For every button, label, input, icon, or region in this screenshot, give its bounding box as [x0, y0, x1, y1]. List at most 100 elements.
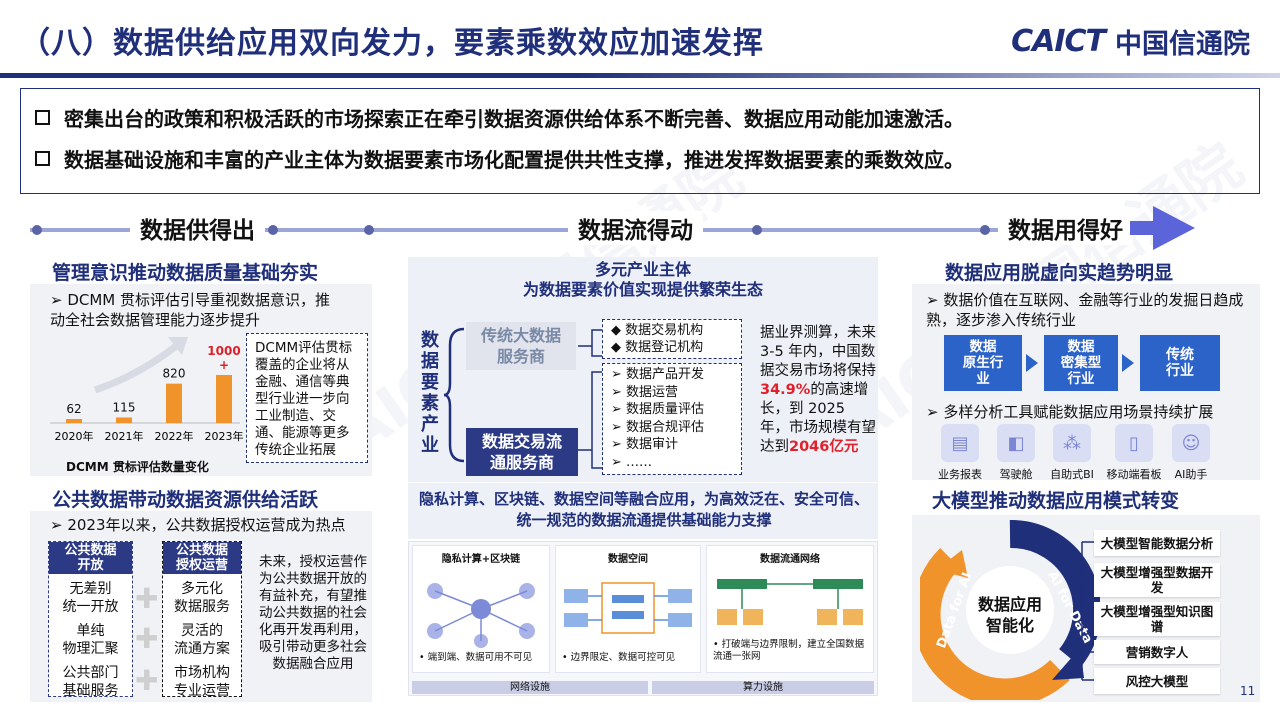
- authorized-ops-column: 公共数据 授权运营 多元化 数据服务 灵活的 流通方案 市场机构 专业运营: [162, 541, 242, 699]
- service-list: ➢ 数据产品开发 ➢ 数据运营 ➢ 数据质量评估 ➢ 数据合规评估 ➢ 数据审计…: [602, 363, 742, 475]
- market-size: 2046亿元: [789, 439, 859, 455]
- connector-lines: [578, 329, 606, 469]
- logo-caict: CAICT: [1011, 24, 1106, 59]
- open-data-column: 公共数据 开放 无差别 统一开放 单纯 物理汇聚 公共部门 基础服务: [48, 541, 133, 699]
- industry-title: 多元产业主体 为数据要素价值实现提供繁荣生态: [522, 260, 763, 299]
- category-label: 2022年: [155, 429, 194, 443]
- list-item: ➢ 数据质量评估: [611, 402, 705, 417]
- page-number: 11: [1240, 684, 1256, 698]
- header-divider: [0, 73, 1280, 78]
- trend-arrow-icon: [93, 337, 188, 394]
- infra-title-panel: [408, 483, 878, 539]
- stage-label: 数据流得动: [568, 211, 703, 245]
- list-item: ◆ 数据交易机构: [611, 323, 704, 338]
- dcmm-note: DCMM评估贯标覆盖的企业将从金融、通信等典型行业进一步向工业制造、交通、能源等…: [246, 333, 368, 463]
- vertical-label: 数据要素产业: [421, 330, 439, 456]
- category-label: 2020年: [55, 429, 94, 443]
- column-item: 公共部门 基础服务: [62, 665, 119, 699]
- tool-item: ▤业务报表: [932, 424, 988, 482]
- tools-bullet: ➢ 多样分析工具赋能数据应用场景持续扩展: [926, 403, 1214, 421]
- category-label: 2021年: [105, 429, 144, 443]
- column-item: 市场机构 专业运营: [174, 665, 230, 699]
- tool-item: ◧驾驶舱: [992, 424, 1040, 482]
- llm-item: 风控大模型: [1094, 668, 1220, 694]
- report-icon: ▤: [941, 424, 979, 462]
- section-title: 管理意识推动数据质量基础夯实: [52, 262, 319, 284]
- arrow-right-icon: [1122, 354, 1134, 372]
- circulation-network-icon: [717, 579, 863, 625]
- infra-card: 数据流通网络 • 打破端与边界限制，建立全国数据流通一张网: [706, 545, 874, 673]
- data-space-diagram-icon: [564, 582, 692, 634]
- ai-data-ring: [920, 520, 1100, 700]
- section-title: 公共数据带动数据资源供给活跃: [52, 489, 319, 511]
- chart-bar: [116, 417, 132, 423]
- stage-label: 数据供得出: [130, 211, 265, 245]
- llm-item: 大模型增强型知识图 谱: [1094, 602, 1220, 636]
- institution-list: ◆ 数据交易机构 ◆ 数据登记机构: [602, 319, 742, 359]
- tool-item: ▯移动端看板: [1102, 424, 1166, 482]
- timeline-arrow-shaft: [1130, 221, 1156, 235]
- plus-icon: ✚: [135, 622, 159, 655]
- column-item: 单纯 物理汇聚: [62, 623, 119, 657]
- timeline-dot: [364, 225, 374, 235]
- traditional-provider-box: 传统大数据 服务商: [466, 322, 576, 370]
- list-item: ➢ 数据产品开发: [611, 367, 705, 382]
- plus-icon: ✚: [135, 582, 159, 615]
- brace-icon: [443, 327, 465, 463]
- intro-item: 密集出台的政策和积极活跃的市场探索正在牵引数据资源供给体系不断完善、数据应用动能…: [35, 103, 1245, 132]
- public-data-note: 未来，授权运营作为公共数据开放的有益补充，有望推动公共数据的社会化再开发再利用，…: [259, 554, 367, 672]
- checkbox-icon: [35, 110, 50, 125]
- chart-title: DCMM 贯标评估数量变化: [66, 460, 209, 474]
- dcmm-bullet: ➢ DCMM 贯标评估引导重视数据意识，推动全社会数据管理能力逐步提升: [50, 291, 331, 329]
- dashboard-icon: ◧: [997, 424, 1035, 462]
- ai-assistant-icon: ☺: [1172, 424, 1210, 462]
- stage-label: 数据用得好: [998, 211, 1133, 245]
- growth-rate: 34.9%: [760, 382, 811, 398]
- timeline-dot: [32, 225, 42, 235]
- plus-icon: ✚: [135, 664, 159, 697]
- timeline-dot: [752, 225, 762, 235]
- trading-provider-box: 数据交易流 通服务商: [466, 428, 578, 476]
- timeline-dot: [980, 225, 990, 235]
- list-item: ➢ 数据审计: [611, 437, 679, 452]
- data-label: 820: [163, 367, 186, 381]
- list-item: ➢ 数据运营: [611, 384, 679, 400]
- tool-item: ☺AI助手: [1168, 424, 1214, 482]
- column-item: 多元化 数据服务: [174, 581, 230, 615]
- industry-stage: 数据 密集型 行业: [1044, 335, 1118, 391]
- chevron-right-icon: ➢: [50, 291, 68, 309]
- application-bullet: ➢ 数据价值在互联网、金融等行业的发掘日趋成熟，逐步渗入传统行业: [926, 291, 1244, 329]
- chevron-right-icon: ➢: [50, 516, 68, 534]
- industry-stage: 数据 原生行 业: [944, 335, 1022, 391]
- section-title: 大模型推动数据应用模式转变: [932, 490, 1180, 512]
- data-label: 115: [113, 400, 136, 414]
- llm-item: 营销数字人: [1094, 640, 1220, 664]
- infra-card: 数据空间 • 边界限定、数据可控可见: [555, 545, 701, 673]
- footer-bar: 算力设施: [652, 681, 874, 694]
- mobile-board-icon: ▯: [1115, 424, 1153, 462]
- logo-cn: 中国信通院: [1115, 29, 1250, 60]
- llm-item: 大模型增强型数据开 发: [1094, 563, 1220, 597]
- chart-bar: [166, 383, 182, 423]
- data-label: 1000: [207, 344, 240, 358]
- column-header: 公共数据 授权运营: [163, 542, 241, 574]
- tool-item: ⁂自助式BI: [1044, 424, 1100, 482]
- chevron-right-icon: ➢: [926, 403, 944, 421]
- connector-lines: [1074, 541, 1094, 681]
- data-label: +: [219, 358, 229, 372]
- logo: CAICT 中国信通院: [1011, 22, 1250, 61]
- arrow-right-icon: [1153, 206, 1195, 250]
- section-title: 数据应用脱虚向实趋势明显: [945, 262, 1174, 284]
- industry-stage: 传统 行业: [1140, 335, 1220, 391]
- chart-bar: [216, 375, 232, 423]
- checkbox-icon: [35, 151, 50, 166]
- page-title: （八）数据供给应用双向发力，要素乘数效应加速发挥: [20, 26, 764, 61]
- footer-bar: 网络设施: [412, 681, 648, 694]
- column-item: 灵活的 流通方案: [174, 623, 230, 657]
- chart-bar: [66, 419, 82, 423]
- data-label: 62: [66, 402, 81, 416]
- intro-box: 密集出台的政策和积极活跃的市场探索正在牵引数据资源供给体系不断完善、数据应用动能…: [20, 88, 1260, 194]
- list-item: ◆ 数据登记机构: [611, 340, 704, 355]
- infra-card: 隐私计算+区块链 • 端到端、数据可用不可见: [412, 545, 550, 673]
